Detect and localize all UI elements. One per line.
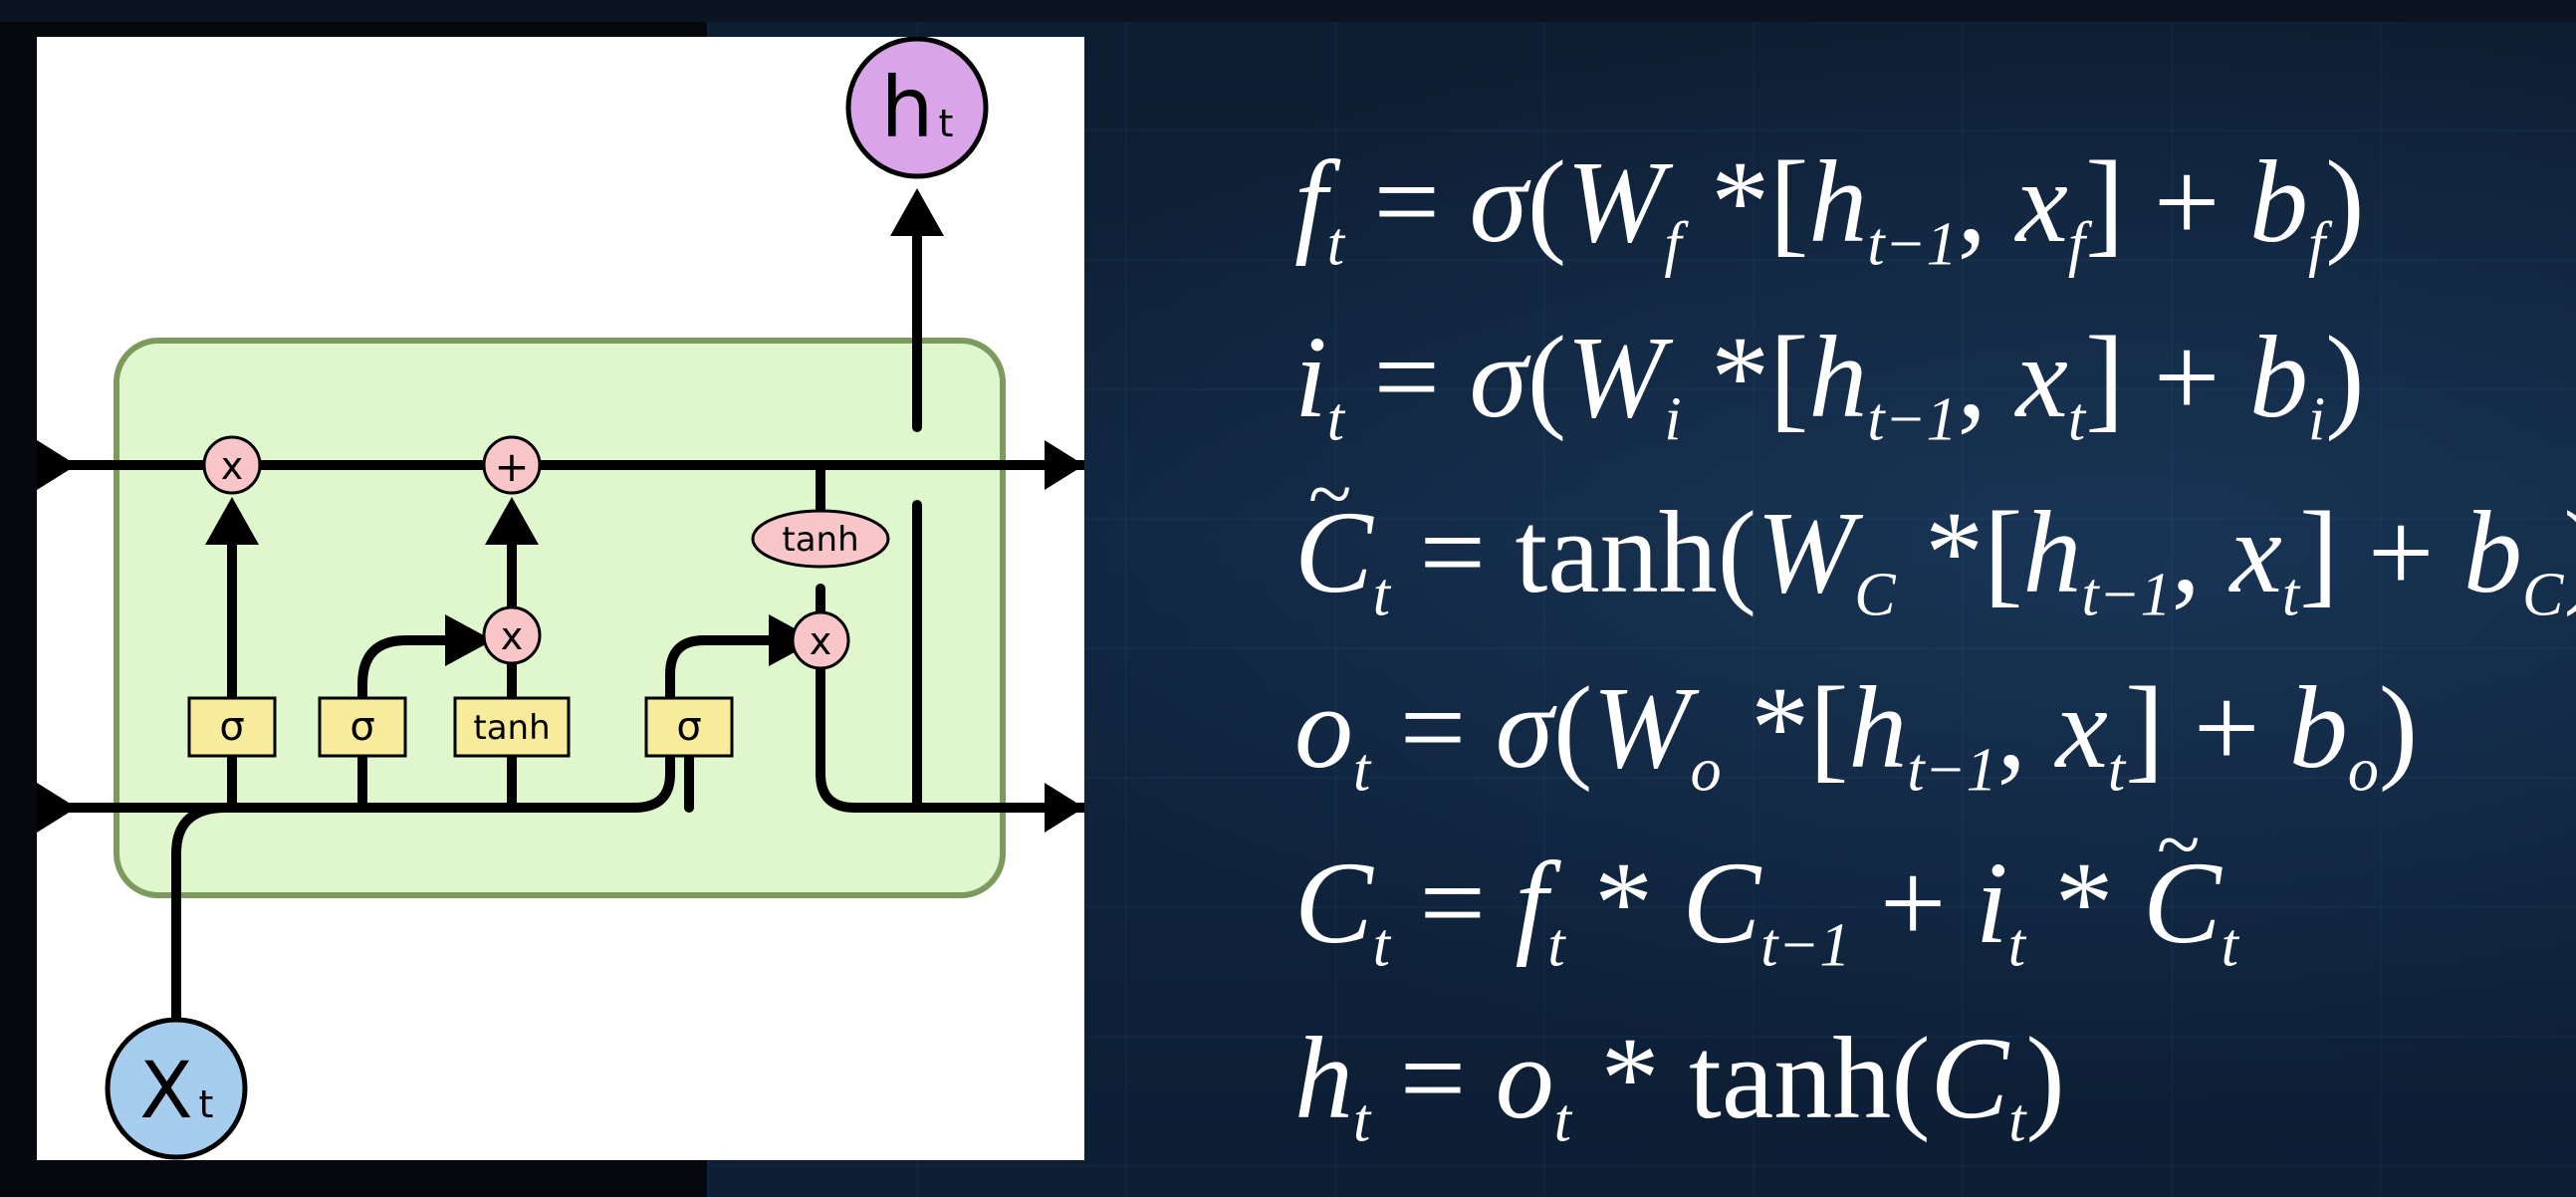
cell-input-arrow	[37, 440, 77, 490]
svg-text:t: t	[939, 102, 954, 145]
forget-gate-equation: ft = σ(Wf *[ht−1, xf] + bf)	[1294, 136, 2365, 279]
svg-text:tanh: tanh	[782, 520, 858, 560]
input-gate-equation: it = σ(Wi *[ht−1, xt] + bi)	[1294, 312, 2365, 454]
svg-text:σ: σ	[350, 704, 374, 750]
svg-text:t: t	[199, 1082, 214, 1126]
svg-text:x: x	[221, 444, 244, 488]
input-gate-path	[357, 635, 450, 729]
add-arrow	[485, 497, 539, 545]
lstm-diagram-panel: x + x tanh x σ σ tanh σ h t X t	[37, 37, 1084, 1160]
lstm-diagram: x + x tanh x σ σ tanh σ h t X t	[37, 37, 1084, 1160]
svg-text:x: x	[501, 614, 524, 658]
hidden-input-arrow	[37, 783, 77, 833]
hidden-state-equation: ht = ot * tanh(Ct)	[1294, 1013, 2065, 1155]
svg-text:h: h	[880, 59, 933, 156]
input-gate	[318, 696, 407, 758]
output-gate	[644, 696, 734, 758]
cell-state-equation: Ct = ft * Ct−1 + it * Ct	[1294, 758, 2559, 991]
input-node	[105, 1017, 248, 1160]
input-line	[171, 803, 231, 1023]
input-mul-arrow	[445, 614, 493, 666]
cell-output-arrow	[1045, 440, 1084, 490]
hidden-output-arrow	[1045, 783, 1084, 833]
cell-tanh-op	[751, 509, 890, 569]
svg-text:x: x	[810, 619, 832, 663]
forget-arrow	[205, 497, 259, 545]
top-strip	[0, 0, 2576, 22]
candidate-gate	[453, 696, 571, 758]
svg-text:+: +	[494, 442, 529, 491]
output-node	[845, 37, 989, 179]
cell-add-op	[482, 435, 542, 495]
forget-multiply-op	[202, 435, 262, 495]
output-hidden-line	[816, 663, 1084, 813]
output-up-arrow	[890, 188, 944, 236]
lstm-equations: ft = σ(Wf *[ht−1, xf] + bf) it = σ(Wi *[…	[1294, 115, 2576, 1166]
forget-gate	[187, 696, 277, 758]
output-gate-equation: ot = σ(Wo *[ht−1, xt] + bo)	[1294, 662, 2419, 805]
input-multiply-op	[482, 605, 542, 665]
svg-text:σ: σ	[676, 704, 701, 750]
svg-text:X: X	[139, 1047, 192, 1136]
output-multiply-op	[791, 610, 850, 670]
candidate-equation: Ct = tanh(WC *[ht−1, xt] + bC)	[1294, 407, 2576, 640]
svg-text:σ: σ	[219, 704, 244, 750]
svg-text:tanh: tanh	[473, 708, 550, 748]
